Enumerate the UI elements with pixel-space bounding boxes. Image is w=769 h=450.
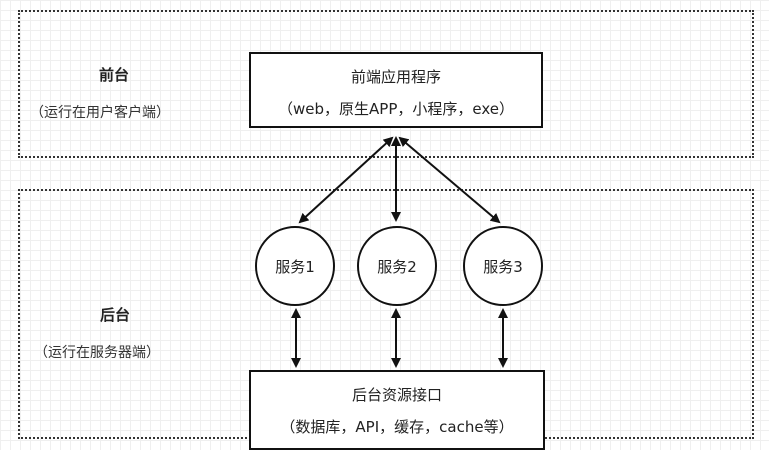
backend-resources-subtitle: （数据库，API，缓存，cache等）	[280, 418, 514, 436]
frontend-app-subtitle: （web，原生APP，小程序，exe）	[278, 100, 514, 118]
service-1-node: 服务1	[255, 226, 335, 306]
frontend-app-box: 前端应用程序 （web，原生APP，小程序，exe）	[249, 52, 543, 128]
service-1-label: 服务1	[275, 257, 315, 276]
arrow-frontend-service1	[298, 136, 394, 224]
frontend-subtitle: （运行在用户客户端）	[30, 105, 170, 121]
backend-resources-box: 后台资源接口 （数据库，API，缓存，cache等）	[249, 370, 545, 450]
backend-title: 后台	[100, 306, 131, 324]
backend-resources-title: 后台资源接口	[351, 386, 442, 404]
arrow-frontend-service3	[398, 136, 501, 224]
service-2-label: 服务2	[377, 257, 417, 276]
service-2-node: 服务2	[357, 226, 437, 306]
frontend-app-title: 前端应用程序	[350, 68, 441, 86]
backend-subtitle: （运行在服务器端）	[34, 345, 160, 361]
frontend-title: 前台	[99, 66, 130, 84]
connector-arrows	[291, 136, 508, 368]
service-3-label: 服务3	[483, 257, 523, 276]
service-3-node: 服务3	[463, 226, 543, 306]
